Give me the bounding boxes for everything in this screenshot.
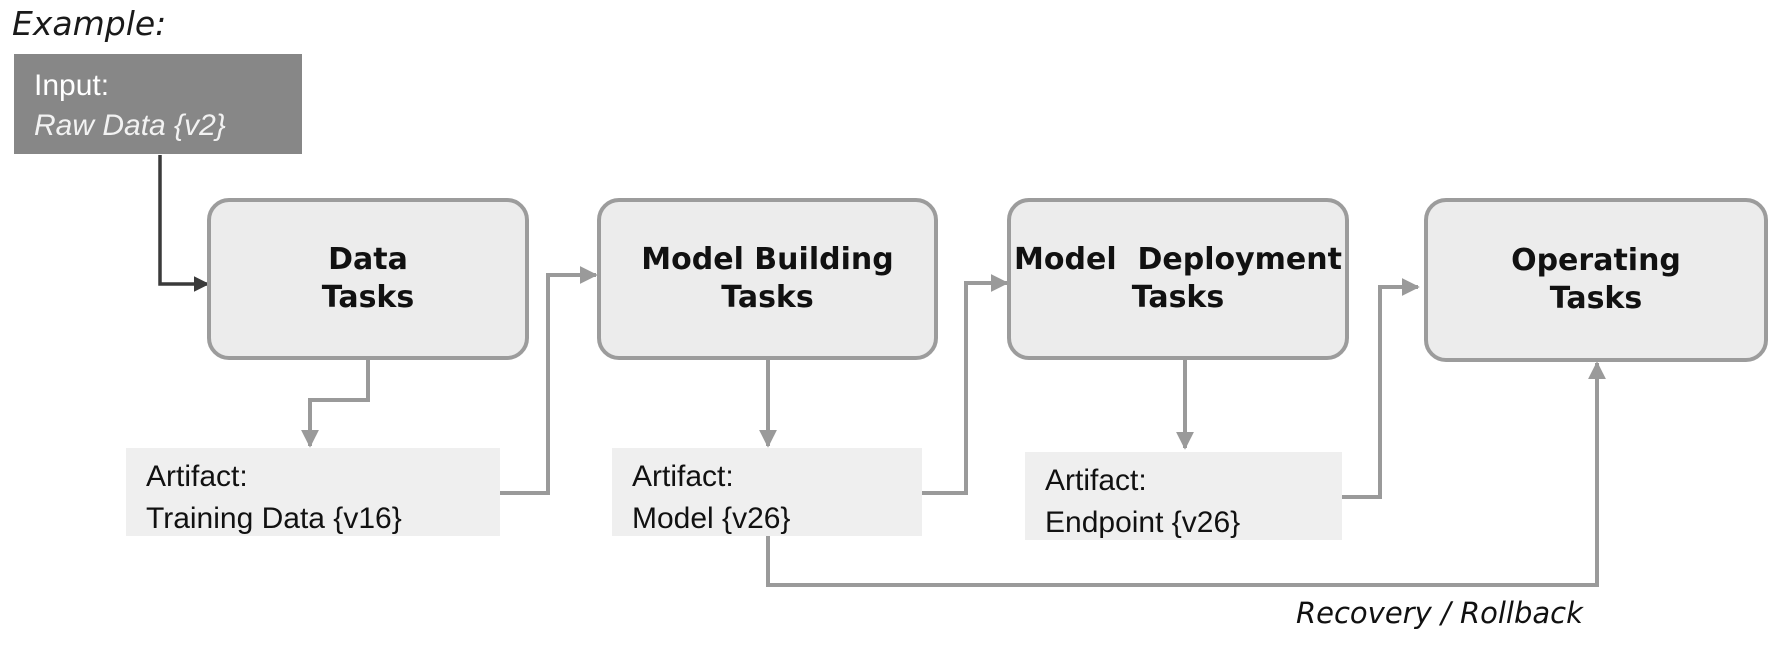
artifact-endpoint: Artifact: Endpoint {v26} [1025,452,1342,540]
model-building-tasks-box: Model Building Tasks [597,198,938,360]
model-deployment-tasks-box: Model Deployment Tasks [1007,198,1349,360]
artifact-value: Training Data {v16} [146,502,402,535]
input-box: Input: Raw Data {v2} [14,54,302,154]
task-label-line2: Tasks [1549,281,1643,316]
artifact-label: Artifact: [1045,464,1147,497]
artifact-model: Artifact: Model {v26} [612,448,922,536]
artifact-training-data: Artifact: Training Data {v16} [126,448,500,536]
input-value: Raw Data {v2} [34,109,226,142]
task-label-line1: Operating [1511,243,1681,278]
operating-tasks-box: Operating Tasks [1424,198,1768,362]
task-label-line2: Tasks [1131,280,1225,315]
arrow-artifact-to-operating [1342,278,1420,499]
artifact-label: Artifact: [146,460,248,493]
arrow-artifact-to-model-building [500,266,598,495]
arrow-data-to-artifact [301,360,370,448]
artifact-label: Artifact: [632,460,734,493]
task-label-line1: Model Building [641,242,894,277]
data-tasks-box: Data Tasks [207,198,529,360]
artifact-value: Endpoint {v26} [1045,506,1241,539]
example-title: Example: [12,4,167,43]
arrow-input-to-data [158,155,210,292]
recovery-rollback-label: Recovery / Rollback [1296,596,1583,630]
task-label-line1: Data [328,242,408,277]
task-label-line2: Tasks [321,280,415,315]
task-label-line1: Model Deployment [1014,242,1342,277]
artifact-value: Model {v26} [632,502,791,535]
arrow-artifact-to-deployment [922,274,1009,495]
arrow-recovery-rollback [766,361,1606,587]
input-label: Input: [34,69,110,102]
task-label-line2: Tasks [721,280,814,315]
